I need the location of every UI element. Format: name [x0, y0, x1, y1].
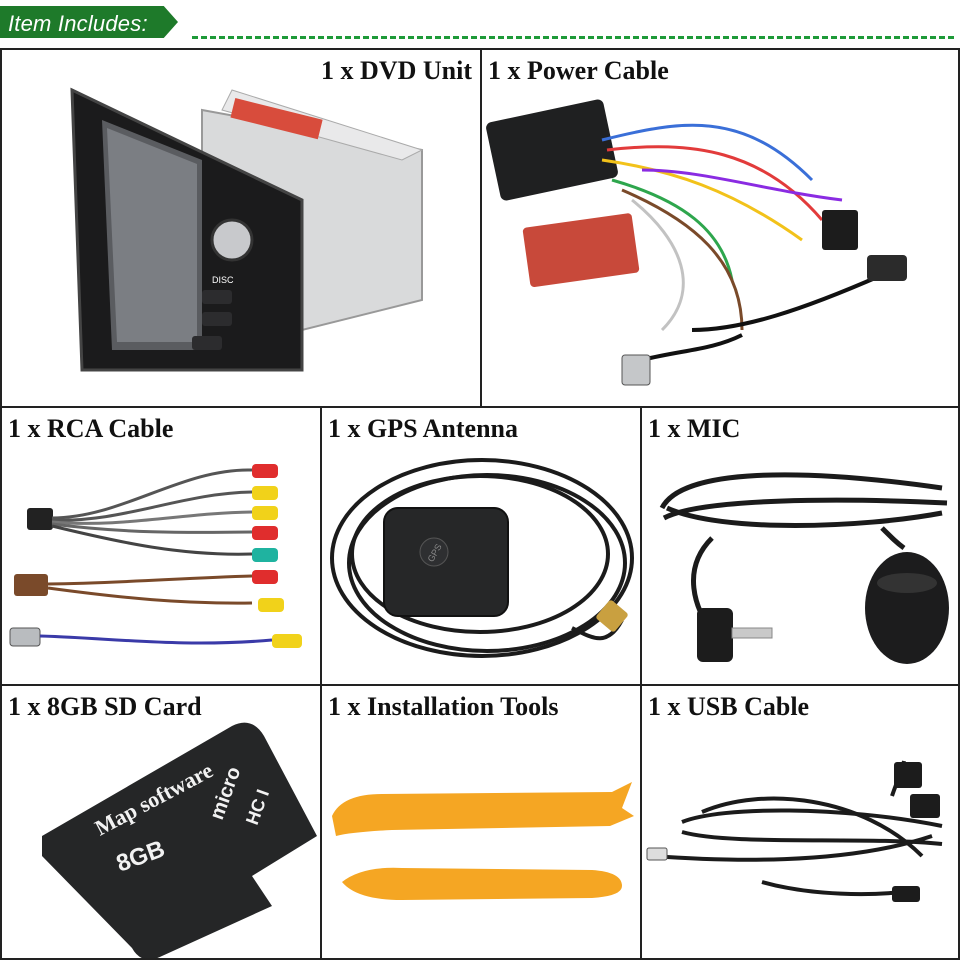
item-gps-antenna: GPS 1 x GPS Antenna — [320, 406, 642, 686]
item-label: 1 x 8GB SD Card — [8, 692, 202, 721]
section-title: Item Includes: — [8, 11, 148, 36]
item-label: 1 x MIC — [648, 414, 741, 443]
disc-button-label: DISC — [212, 275, 234, 285]
item-dvd-unit: DISC 1 x DVD Unit — [0, 48, 482, 408]
item-label: 1 x GPS Antenna — [328, 414, 518, 443]
item-label: 1 x DVD Unit — [321, 56, 472, 85]
item-mic: 1 x MIC — [640, 406, 960, 686]
rca-cable-icon — [9, 464, 302, 648]
section-tag: Item Includes: — [0, 6, 178, 38]
item-label: 1 x RCA Cable — [8, 414, 174, 443]
sd-card-icon: Map software 8GB micro HC I — [42, 722, 317, 958]
item-label: 1 x Installation Tools — [328, 692, 559, 721]
item-rca-cable: 1 x RCA Cable — [0, 406, 322, 686]
installation-tools-icon — [332, 782, 634, 900]
item-label: 1 x USB Cable — [648, 692, 810, 721]
mic-icon — [659, 472, 949, 664]
power-cable-icon — [486, 99, 907, 386]
gps-antenna-icon: GPS — [330, 458, 634, 658]
item-usb-cable: 1 x USB Cable — [640, 684, 960, 960]
dvd-unit-icon: DISC — [70, 87, 424, 372]
dashed-divider — [192, 36, 954, 39]
item-power-cable: 1 x Power Cable — [480, 48, 960, 408]
usb-cable-icon — [646, 760, 943, 902]
header-bar: Item Includes: — [0, 0, 960, 48]
item-label: 1 x Power Cable — [488, 56, 669, 85]
item-installation-tools: 1 x Installation Tools — [320, 684, 642, 960]
item-sd-card: Map software 8GB micro HC I 1 x 8GB SD C… — [0, 684, 322, 960]
